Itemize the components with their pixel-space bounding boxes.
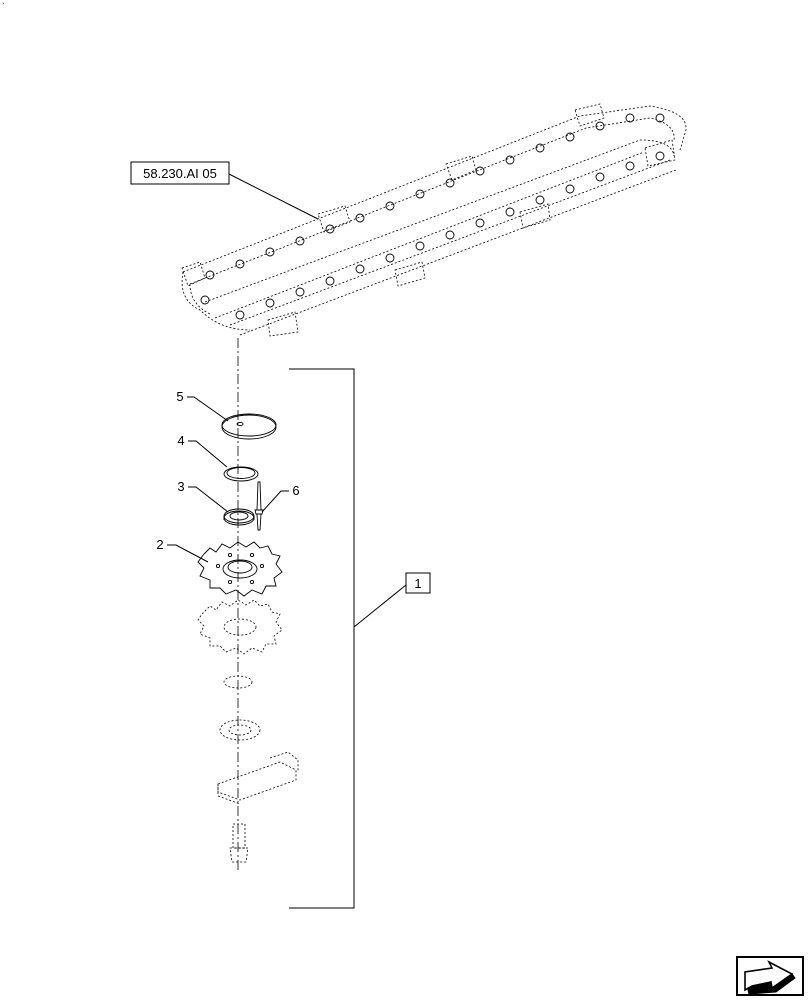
chain-links <box>200 113 665 320</box>
assembly-label: 1 <box>414 576 421 591</box>
callout-6-label: 6 <box>292 483 299 498</box>
corner-mark: ` <box>2 2 5 11</box>
callout-4: 4 <box>177 433 228 468</box>
lower-bearing-dashed <box>219 719 261 741</box>
part-3-bearing[interactable] <box>223 508 255 526</box>
lower-ring-dashed <box>223 675 253 689</box>
part-2-sprocket[interactable] <box>197 541 283 597</box>
navigation-arrow-icon[interactable] <box>736 956 804 996</box>
reference-box[interactable]: 58.230.AI 05 <box>130 161 230 185</box>
callout-3: 3 <box>177 479 229 513</box>
reference-box-label: 58.230.AI 05 <box>143 166 217 181</box>
part-6-pin[interactable] <box>254 481 264 531</box>
callout-6: 6 <box>261 483 300 513</box>
lower-bolt-dashed <box>229 823 249 863</box>
callout-4-label: 4 <box>177 433 184 448</box>
chain-assembly <box>181 103 687 337</box>
assembly-bracket: 1 <box>289 368 431 909</box>
callout-3-label: 3 <box>177 479 184 494</box>
callout-5-label: 5 <box>176 389 183 404</box>
callout-2-label: 2 <box>156 537 163 552</box>
part-5-washer[interactable] <box>221 413 277 440</box>
part-4-snap-ring[interactable] <box>223 466 259 482</box>
lower-sprocket-dashed <box>197 599 283 655</box>
callout-5: 5 <box>176 389 229 422</box>
lower-bracket-dashed <box>217 751 299 805</box>
chain-paddles <box>181 103 676 337</box>
reference-leader-line <box>228 173 319 220</box>
callout-2: 2 <box>156 537 209 563</box>
